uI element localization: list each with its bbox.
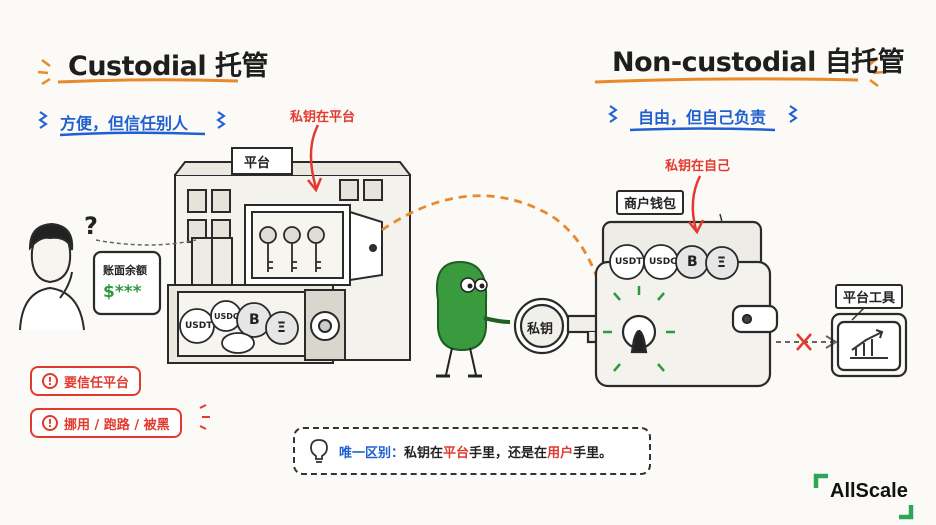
key-icons xyxy=(259,226,325,272)
vault-coins xyxy=(179,300,299,354)
left-title-underline xyxy=(57,78,239,84)
blocked-x-icon xyxy=(796,333,812,351)
left-key-label: 私钥在平台 xyxy=(290,110,356,125)
lightbulb-icon xyxy=(310,439,328,463)
right-title-underline xyxy=(594,77,859,84)
platform-tool-monitor xyxy=(830,312,908,378)
warning-trust-platform: ! 要信任平台 xyxy=(30,366,142,396)
alert-icon: ! xyxy=(42,373,58,389)
note-user: 用户 xyxy=(547,445,574,461)
left-title: Custodial 托管 xyxy=(68,51,269,82)
wallet-label: 商户钱包 xyxy=(616,190,685,215)
lock-sparkle-icon xyxy=(603,286,675,372)
wallet-coin-btc: B xyxy=(687,254,698,270)
left-subtitle: 方便，但信任别人 xyxy=(60,114,189,133)
balance-label: 账面余额 xyxy=(103,264,147,277)
vault-coin-eth: Ξ xyxy=(277,320,286,336)
tool-label: 平台工具 xyxy=(835,284,904,309)
balance-tablet xyxy=(92,250,162,316)
warning-risks: ! 挪用 / 跑路 / 被黑 xyxy=(30,408,182,438)
right-key-label: 私钥在自己 xyxy=(665,159,731,174)
transfer-arrow xyxy=(381,194,607,306)
question-mark: ? xyxy=(84,212,98,240)
chart-icon xyxy=(850,329,888,359)
balance-value: $*** xyxy=(103,282,142,302)
difference-note: 唯一区别：私钥在平台手里，还是在用户手里。 xyxy=(293,427,651,475)
right-subtitle: 自由，但自己负责 xyxy=(638,108,767,127)
wallet-coins xyxy=(609,244,739,280)
note-prefix: 唯一区别： xyxy=(339,445,405,461)
key-text: 私钥 xyxy=(527,322,554,337)
vault-coin-btc: B xyxy=(249,312,260,328)
vault-coin-usdc: USDC xyxy=(214,312,239,321)
brand-logo: AllScale xyxy=(830,480,908,503)
wallet-coin-eth: Ξ xyxy=(717,255,726,271)
key-pointer-arrow xyxy=(309,124,320,189)
right-title: Non-custodial 自托管 xyxy=(612,47,905,78)
vault-coin-usdt: USDT xyxy=(185,321,213,331)
left-sparkle-icon xyxy=(37,59,51,86)
wallet-coin-usdc: USDC xyxy=(649,257,677,267)
alert-icon: ! xyxy=(42,415,58,431)
green-character xyxy=(436,260,511,378)
brand-mark-icon xyxy=(813,473,828,488)
building-label: 平台 xyxy=(244,156,271,171)
right-sparkle-icon xyxy=(868,57,885,87)
brand-name: AllScale xyxy=(830,480,908,502)
wallet-coin-usdt: USDT xyxy=(615,257,643,267)
note-platform: 平台 xyxy=(443,445,470,461)
person-figure xyxy=(19,222,85,331)
